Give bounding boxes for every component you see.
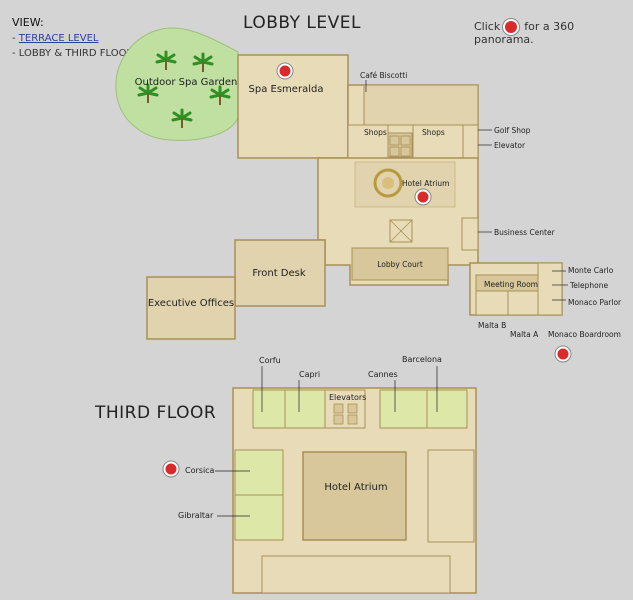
barcelona-label: Barcelona <box>402 355 442 364</box>
lobby-court-label: Lobby Court <box>377 260 423 269</box>
view-title: VIEW: <box>12 16 44 29</box>
shops-1-label: Shops <box>364 128 387 137</box>
malta-a-room <box>507 290 539 316</box>
business-center-label: Business Center <box>494 228 556 237</box>
outdoor-spa-garden-area <box>115 27 239 141</box>
front-desk-label: Front Desk <box>252 268 306 279</box>
lobby-elevator-icons <box>389 135 411 157</box>
spa-esmeralda-pin[interactable] <box>276 62 294 80</box>
stairwell-x2 <box>389 219 413 243</box>
view-menu: VIEW: - TERRACE LEVEL - LOBBY & THIRD FL… <box>12 16 133 59</box>
spa-esmeralda-label: Spa Esmeralda <box>249 84 324 95</box>
pin-legend-icon <box>505 21 518 33</box>
cafe-counter <box>363 84 479 126</box>
corfu-room <box>252 389 286 429</box>
barcelona-room <box>426 389 468 429</box>
third-hotel-atrium-label: Hotel Atrium <box>324 482 387 493</box>
monaco-parlor-label: Monaco Parlor <box>568 298 622 307</box>
outdoor-spa-garden-label: Outdoor Spa Garden <box>135 77 238 88</box>
monaco-boardroom-label: Monaco Boardroom <box>548 330 621 339</box>
executive-offices-room <box>146 276 236 340</box>
shops-2-label: Shops <box>422 128 445 137</box>
hotel-atrium-pin[interactable] <box>414 188 432 206</box>
terrace-level-link[interactable]: TERRACE LEVEL <box>18 33 99 44</box>
golf-shop-label: Golf Shop <box>494 126 531 135</box>
front-desk-room <box>234 239 326 307</box>
meeting-rooms-label: Meeting Rooms <box>484 280 542 289</box>
telephone-label: Telephone <box>569 281 608 290</box>
east-wing-room <box>427 449 475 543</box>
corsica-pin[interactable] <box>162 460 180 478</box>
lobby-third-floor-current: LOBBY & THIRD FLOOR <box>18 48 134 59</box>
cafe-biscotti-label: Café Biscotti <box>360 71 407 80</box>
elevators-label: Elevators <box>329 393 366 402</box>
atrium-fountain-icon <box>373 168 403 198</box>
gibraltar-room <box>234 494 284 541</box>
cannes-room <box>379 389 428 429</box>
shops-1-room <box>347 124 389 159</box>
capri-room <box>284 389 326 429</box>
corsica-label: Corsica <box>185 466 215 475</box>
cannes-label: Cannes <box>368 370 398 379</box>
hotel-atrium-label: Hotel Atrium <box>402 179 449 188</box>
malta-a-label: Malta A <box>510 330 539 339</box>
view-item-lobby: - LOBBY & THIRD FLOOR <box>12 48 134 59</box>
monaco-boardroom-pin[interactable] <box>554 345 572 363</box>
atrium-fountain-center <box>382 177 394 189</box>
golf-shop-room <box>462 124 479 159</box>
south-wing-room <box>261 555 451 594</box>
executive-offices-label: Executive Offices <box>148 298 234 309</box>
third-elevator-icons <box>333 403 358 425</box>
third-floor-title: THIRD FLOOR <box>95 403 217 423</box>
atrium-core <box>354 161 456 208</box>
third-hotel-atrium-room <box>302 451 407 541</box>
lobby-level-title: LOBBY LEVEL <box>243 13 361 33</box>
corfu-label: Corfu <box>259 356 281 365</box>
lobby-court-room <box>351 247 449 281</box>
palm-tree-icons <box>137 50 231 128</box>
monte-carlo-label: Monte Carlo <box>568 266 614 275</box>
corsica-room <box>234 449 284 496</box>
malta-b-label: Malta B <box>478 321 506 330</box>
view-item-terrace: - TERRACE LEVEL <box>12 33 99 44</box>
third-elevators-block <box>324 389 366 429</box>
elevator-label: Elevator <box>494 141 526 150</box>
business-center-room <box>461 217 479 251</box>
monaco-parlor-room <box>537 262 563 316</box>
capri-label: Capri <box>299 370 320 379</box>
gibraltar-label: Gibraltar <box>178 511 214 520</box>
malta-b-room <box>475 290 509 316</box>
